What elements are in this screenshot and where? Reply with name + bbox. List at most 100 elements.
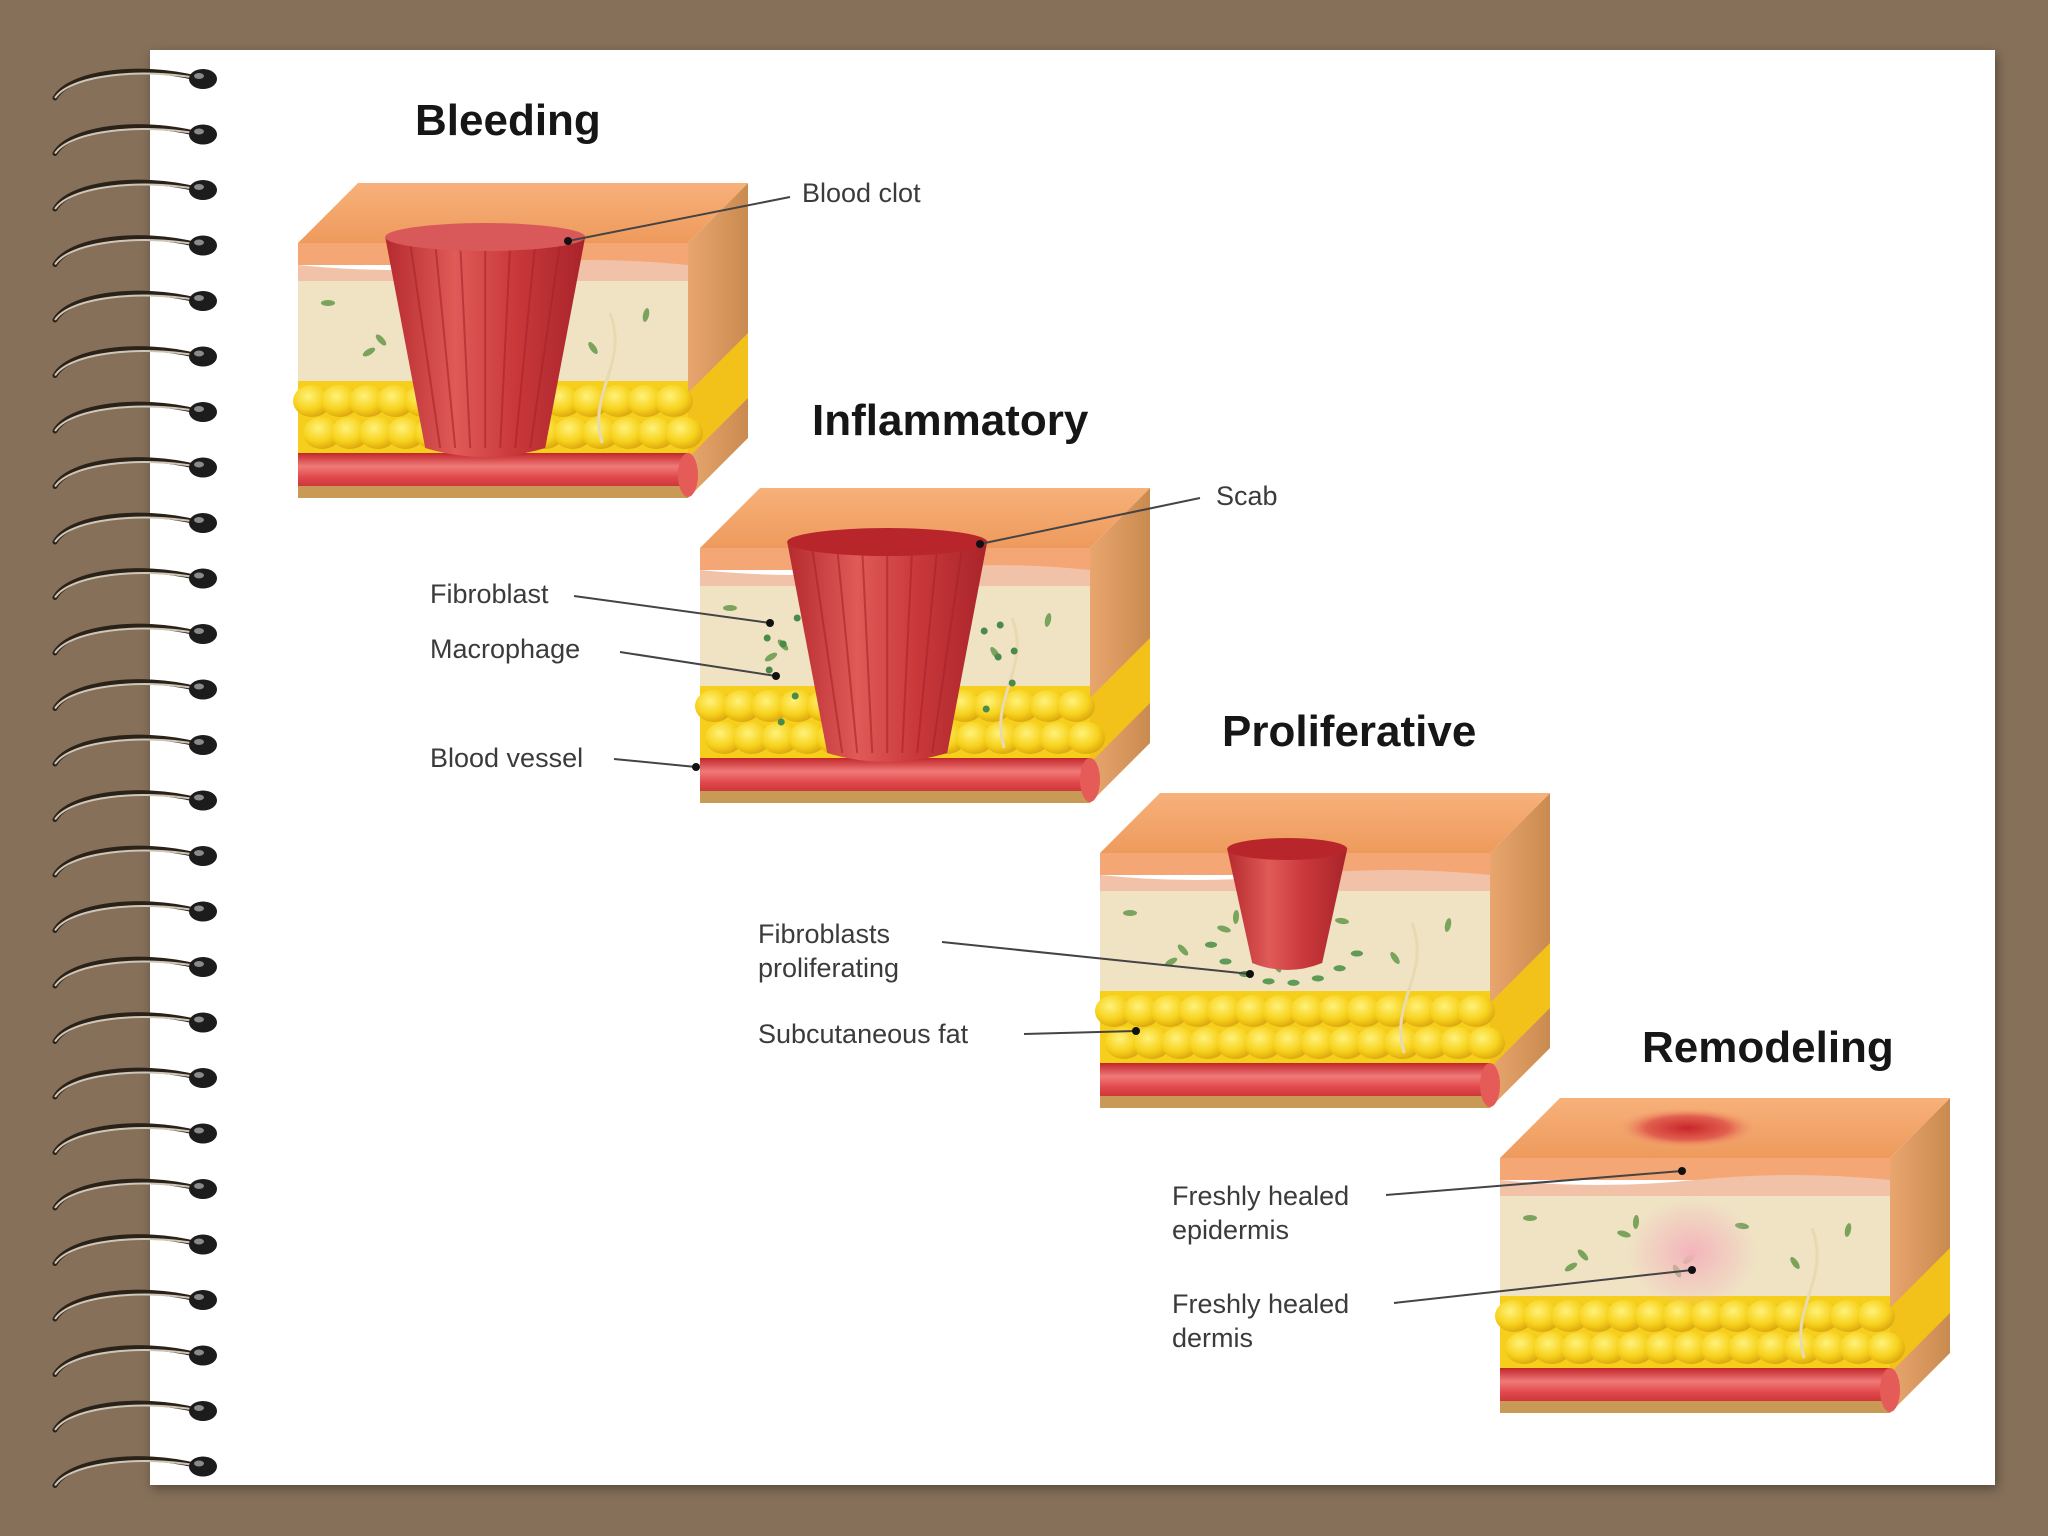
fat-cell [1317, 995, 1356, 1027]
clot-fold [499, 242, 512, 449]
spiral-ring-icon [52, 1289, 217, 1322]
macrophage-cell [994, 653, 1002, 661]
fat-cell [1105, 1027, 1143, 1059]
leader-dot [1678, 1167, 1686, 1175]
fat-cell [1039, 722, 1078, 754]
block-side-fat [1090, 638, 1150, 763]
clot-fold [916, 547, 939, 754]
leader-fibroblast [573, 595, 771, 624]
fat-cell [1011, 722, 1050, 754]
leader-fibroblasts-proliferating [941, 941, 1251, 975]
clot-fold [901, 547, 914, 754]
proliferating-fibroblast [1311, 975, 1324, 982]
fibroblast-cell [362, 347, 376, 357]
fibroblast-cell [1617, 1230, 1631, 1238]
proliferating-fibroblast [1205, 941, 1218, 948]
leader-blood-clot [567, 196, 791, 242]
leader-dot [1132, 1027, 1140, 1035]
macrophage-cell [791, 692, 799, 700]
leader-dot [976, 540, 984, 548]
nerve-fiber [597, 312, 617, 444]
fat-cell [637, 417, 676, 449]
vessel-end [1480, 1063, 1500, 1107]
fibroblast-cell [1232, 910, 1240, 924]
block-side-fat [1490, 943, 1550, 1068]
spiral-ring-icon [52, 235, 217, 267]
fat-cell [655, 385, 693, 417]
fat-cell [1578, 1300, 1617, 1332]
fat-cell [1616, 1332, 1655, 1364]
macrophage-cell [779, 640, 787, 648]
fibroblast-cell [375, 334, 387, 346]
fibroblast-cell [642, 308, 650, 322]
proliferating-fibroblast [1350, 950, 1363, 957]
macrophage-cell [1008, 679, 1016, 687]
spiral-ring-icon [52, 512, 217, 545]
fat-cell [1244, 1027, 1283, 1059]
base-strip [1500, 1401, 1890, 1413]
fibroblast-cell [764, 652, 778, 662]
label-blood-clot: Blood clot [802, 178, 921, 208]
base-strip [298, 486, 688, 498]
clot-fold [811, 547, 844, 754]
fat-cell [1216, 1027, 1255, 1059]
clot-fold [409, 242, 442, 449]
fat-cell [1289, 995, 1328, 1027]
fibroblast-cell [1564, 1262, 1578, 1272]
leader-dot [766, 619, 774, 627]
macrophage-cell [763, 634, 771, 642]
spiral-ring-icon [52, 1234, 217, 1266]
proliferating-fibroblast [1219, 958, 1232, 965]
fat-cell [553, 417, 592, 449]
spiral-ring-icon [52, 623, 217, 656]
fat-cell [348, 385, 387, 417]
fat-cell [788, 722, 827, 754]
scab [787, 528, 988, 556]
fat-cell [1717, 1300, 1756, 1332]
clot-fold [434, 242, 457, 449]
fat-cell [1160, 1027, 1199, 1059]
fibroblast-cell [1164, 957, 1178, 967]
spiral-ring-icon [52, 68, 217, 101]
fat-cell [627, 385, 666, 417]
spiral-ring-icon [52, 956, 217, 989]
fat-cell [1839, 1332, 1878, 1364]
fat-cell [750, 690, 789, 722]
fat-cell [1401, 995, 1440, 1027]
spiral-ring-icon [52, 1012, 217, 1044]
fat-cell [1634, 1300, 1673, 1332]
fat-cell [1411, 1027, 1450, 1059]
fat-cell [1495, 1300, 1533, 1332]
fat-cell [1699, 1332, 1738, 1364]
fat-cell [1689, 1300, 1728, 1332]
basal-layer [1500, 1175, 1890, 1196]
spiral-ring-icon [52, 1067, 217, 1100]
fat-cell [1001, 690, 1040, 722]
fat-cell [599, 385, 638, 417]
fat-cell [358, 417, 397, 449]
fat-cell [320, 385, 359, 417]
skin-block-remodeling [1495, 1098, 1950, 1413]
macrophage-cell [793, 614, 801, 622]
spiral-ring-icon [52, 346, 217, 378]
fat-cell [1588, 1332, 1627, 1364]
scab-top [1227, 838, 1348, 860]
epidermis-layer [1500, 1158, 1890, 1180]
macrophage-cell [996, 621, 1004, 629]
clot-fold [514, 242, 537, 449]
fibroblast-cell [1577, 1249, 1589, 1261]
fat-cell [1178, 995, 1217, 1027]
fat-cell [1606, 1300, 1645, 1332]
spiral-binding-icon [52, 68, 217, 1488]
label-subcutaneous-fat: Subcutaneous fat [758, 1019, 969, 1049]
base-strip [700, 791, 1090, 803]
label-fibroblasts-proliferating: Fibroblasts proliferating [758, 917, 899, 985]
leader-scab [979, 497, 1201, 545]
fibroblast-cell [1790, 1257, 1800, 1269]
block-top-face [1100, 793, 1550, 853]
label-line: Freshly healed [1172, 1289, 1350, 1319]
fibroblast-cell [1177, 944, 1189, 956]
leader-freshly-healed-epidermis [1385, 1170, 1683, 1196]
